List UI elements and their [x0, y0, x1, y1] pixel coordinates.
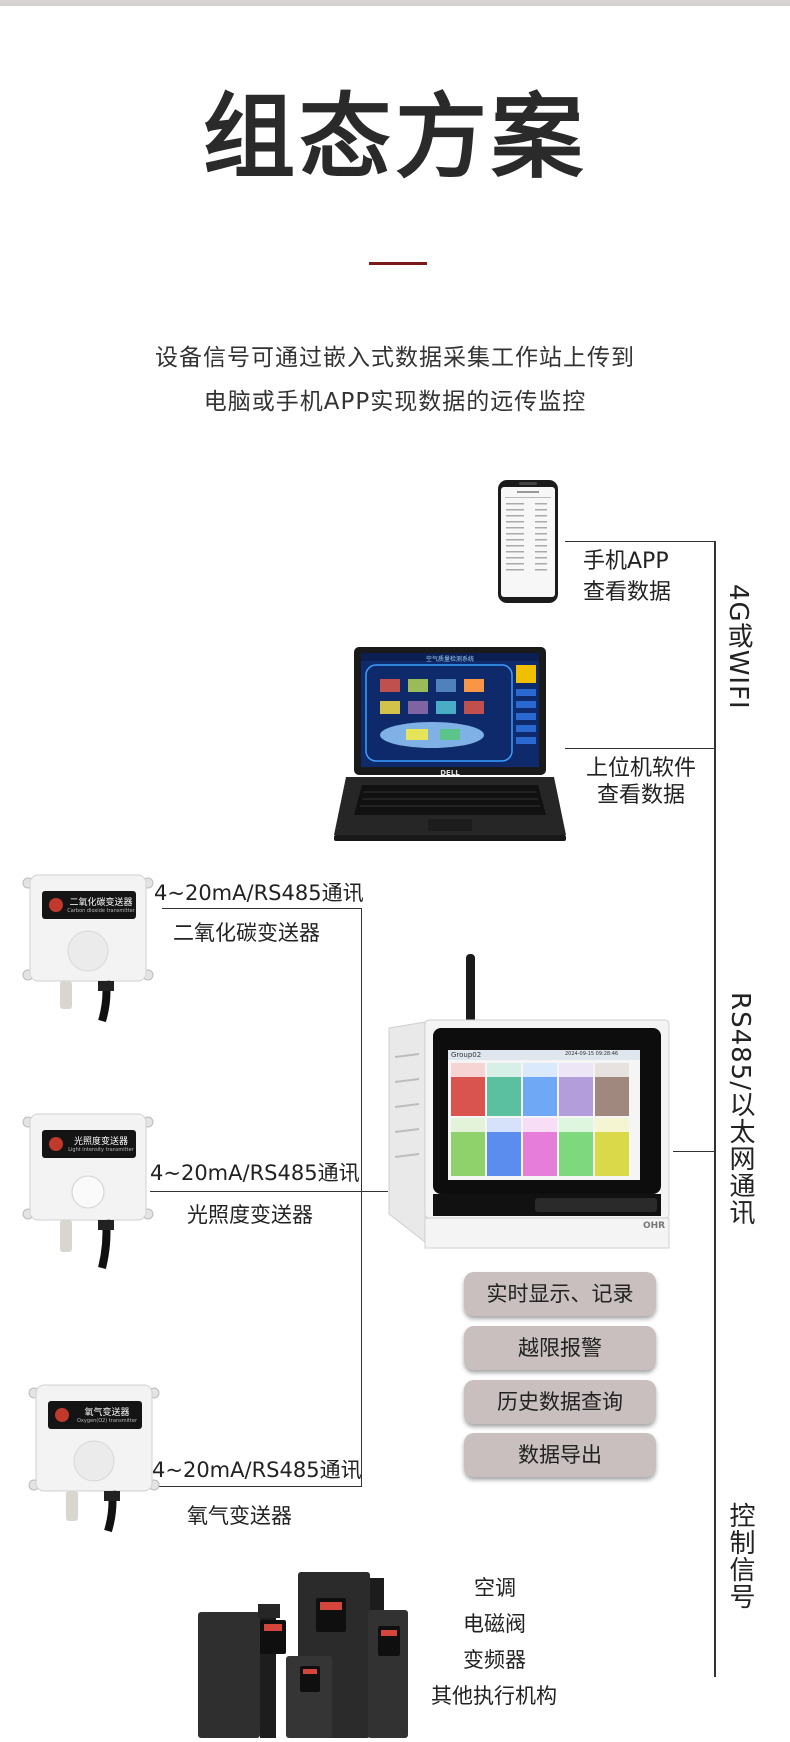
light-transmitter-icon [22, 1113, 154, 1269]
link-label-wired: RS485/以太网通讯 [725, 992, 755, 1226]
top-bar [0, 0, 790, 6]
laptop-label-2: 查看数据 [597, 783, 686, 808]
light-plate-subtitle: Light intensity transmitter [68, 1147, 134, 1153]
actuator-air-conditioner: 空调 [474, 1576, 516, 1600]
feature-realtime-display[interactable]: 实时显示、记录 [464, 1272, 656, 1316]
recorder-datetime: 2024-09-15 09:28:46 [565, 1051, 619, 1057]
co2-plate-subtitle: Carbon dioxide transmitter [67, 908, 135, 914]
sensor-1-connector [162, 908, 362, 909]
sensor-light-name: 光照度变送器 [187, 1203, 313, 1227]
laptop-connector [565, 748, 715, 749]
laptop-icon [334, 647, 566, 841]
oxygen-plate-label: 氧气变送器 [84, 1408, 130, 1418]
laptop-screen-title: 空气质量检测系统 [425, 656, 474, 663]
recorder-connector [673, 1151, 715, 1152]
sensor-oxygen-signal: 4~20mA/RS485通讯 [152, 1458, 362, 1482]
actuator-other: 其他执行机构 [431, 1684, 557, 1708]
subtitle-line-1: 设备信号可通过嵌入式数据采集工作站上传到 [155, 345, 635, 371]
feature-history-query[interactable]: 历史数据查询 [464, 1380, 656, 1424]
sensor-co2-name: 二氧化碳变送器 [173, 921, 320, 945]
frequency-inverter-icon [198, 1572, 408, 1738]
laptop: 空气质量检测系统 DELL [332, 645, 568, 845]
laptop-brand-logo: DELL [440, 769, 460, 777]
title-divider [369, 262, 427, 265]
recorder-icon [388, 954, 670, 1249]
phone-label-2: 查看数据 [583, 580, 672, 605]
smartphone-icon [498, 480, 558, 603]
actuator-inverter: 变频器 [463, 1648, 526, 1672]
phone-connector [565, 541, 715, 542]
subtitle-line-2: 电脑或手机APP实现数据的远传监控 [203, 389, 587, 415]
feature-limit-alarm[interactable]: 越限报警 [464, 1326, 656, 1370]
sensor-3-connector [150, 1486, 362, 1487]
co2-plate-label: 二氧化碳变送器 [69, 898, 133, 908]
sensor-oxygen-name: 氧气变送器 [187, 1504, 292, 1528]
oxygen-plate-subtitle: Oxygen(O2) transmitter [76, 1418, 138, 1424]
page-title: 组态方案 [202, 84, 587, 191]
smartphone [497, 479, 559, 604]
main-vertical-line [714, 541, 716, 1677]
light-plate-label: 光照度变送器 [73, 1137, 128, 1147]
phone-label-1: 手机APP [583, 549, 669, 574]
sensor-bus-line [361, 908, 362, 1486]
sensor-co2-signal: 4~20mA/RS485通讯 [154, 881, 364, 905]
sensor-light-signal: 4~20mA/RS485通讯 [150, 1161, 360, 1185]
link-label-control: 控制信号 [725, 1502, 755, 1610]
oxygen-transmitter-icon [28, 1384, 160, 1533]
co2-transmitter-icon [22, 874, 154, 1023]
laptop-label-1: 上位机软件 [586, 756, 697, 781]
recorder-group-label: Group02 [451, 1051, 482, 1059]
recorder-brand-logo: OHR [643, 1221, 666, 1231]
actuator-solenoid-valve: 电磁阀 [463, 1612, 526, 1636]
sensor-co2: 二氧化碳变送器 Carbon dioxide transmitter [20, 873, 156, 1023]
sensor-2-connector [150, 1191, 388, 1192]
link-label-wireless: 4G或WIFI [723, 584, 753, 710]
inverter-group [196, 1570, 424, 1738]
data-recorder: Group02 2024-09-15 09:28:46 OHR [385, 952, 675, 1264]
sensor-oxygen: 氧气变送器 Oxygen(O2) transmitter [26, 1383, 162, 1533]
feature-data-export[interactable]: 数据导出 [464, 1433, 656, 1477]
sensor-light: 光照度变送器 Light intensity transmitter [20, 1112, 156, 1272]
